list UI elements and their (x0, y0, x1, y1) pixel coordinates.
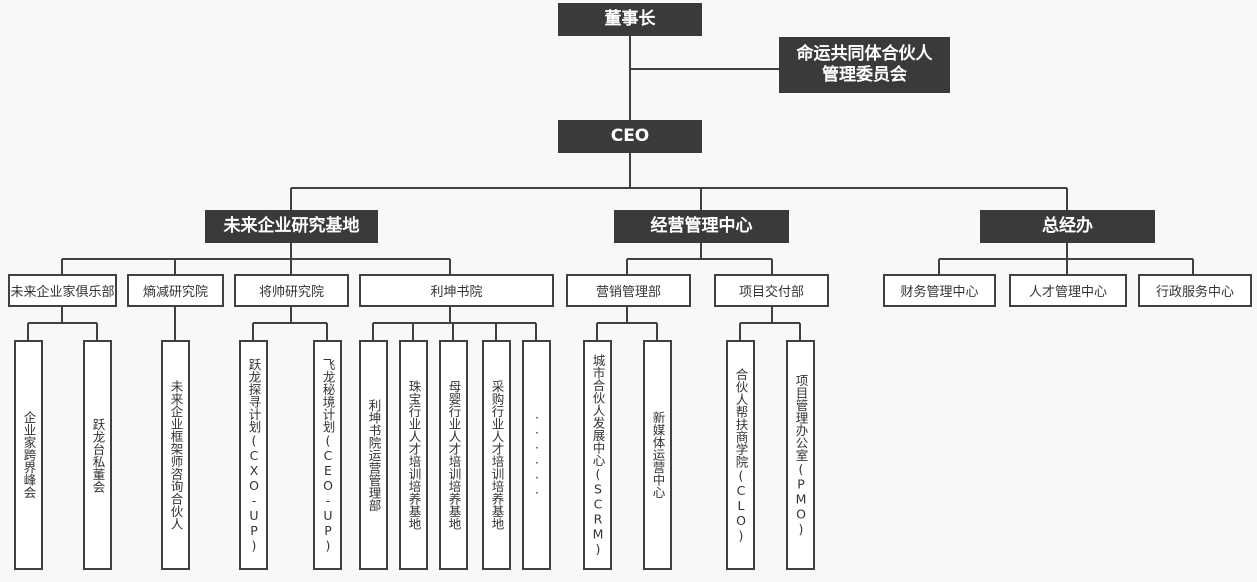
node-operations-management-center[interactable]: 经营管理中心 (614, 210, 789, 243)
node-chairman[interactable]: 董事长 (558, 3, 702, 36)
node-general-commander-institute[interactable]: 将帅研究院 (234, 274, 349, 307)
committee-line-1: 命运共同体合伙人 (796, 44, 933, 64)
node-partner-committee[interactable]: 命运共同体合伙人 管理委员会 (779, 37, 950, 93)
leaf-more-ellipsis[interactable]: ······ (522, 340, 551, 570)
leaf-framework-consulting-partner[interactable]: 未来企业框架师咨询合伙人 (161, 340, 190, 570)
node-marketing-dept[interactable]: 营销管理部 (566, 274, 691, 307)
node-finance-center[interactable]: 财务管理中心 (883, 274, 996, 307)
leaf-new-media-operations-center[interactable]: 新媒体运营中心 (643, 340, 672, 570)
leaf-entrepreneur-crossover-summit[interactable]: 企业家跨界峰会 (14, 340, 43, 570)
committee-line-2: 管理委员会 (822, 65, 907, 85)
node-general-office[interactable]: 总经办 (980, 210, 1155, 243)
node-entropy-reduction-institute[interactable]: 熵减研究院 (127, 274, 224, 307)
node-future-entrepreneur-club[interactable]: 未来企业家俱乐部 (8, 274, 117, 307)
node-project-delivery-dept[interactable]: 项目交付部 (714, 274, 829, 307)
leaf-likun-operations-dept[interactable]: 利坤书院运营管理部 (359, 340, 388, 570)
leaf-city-partner-development-center[interactable]: 城市合伙人发展中心(SCRM) (583, 340, 612, 570)
leaf-partner-support-business-school[interactable]: 合伙人帮扶商学院(CLO) (726, 340, 755, 570)
node-likun-academy[interactable]: 利坤书院 (359, 274, 554, 307)
leaf-project-management-office[interactable]: 项目管理办公室(PMO) (786, 340, 815, 570)
leaf-maternal-infant-talent-base[interactable]: 母婴行业人才培训培养基地 (439, 340, 468, 570)
node-ceo[interactable]: CEO (558, 120, 702, 153)
node-admin-service-center[interactable]: 行政服务中心 (1138, 274, 1252, 307)
leaf-jewelry-talent-base[interactable]: 珠宝行业人才培训培养基地 (399, 340, 428, 570)
leaf-cxo-up-plan[interactable]: 跃龙探寻计划(CXO-UP) (239, 340, 268, 570)
leaf-yuelongtai-private-board[interactable]: 跃龙台私董会 (83, 340, 112, 570)
node-talent-center[interactable]: 人才管理中心 (1009, 274, 1127, 307)
leaf-ceo-up-plan[interactable]: 飞龙秘境计划(CEO-UP) (313, 340, 342, 570)
node-future-enterprise-research-base[interactable]: 未来企业研究基地 (205, 210, 378, 243)
leaf-procurement-talent-base[interactable]: 采购行业人才培训培养基地 (482, 340, 511, 570)
